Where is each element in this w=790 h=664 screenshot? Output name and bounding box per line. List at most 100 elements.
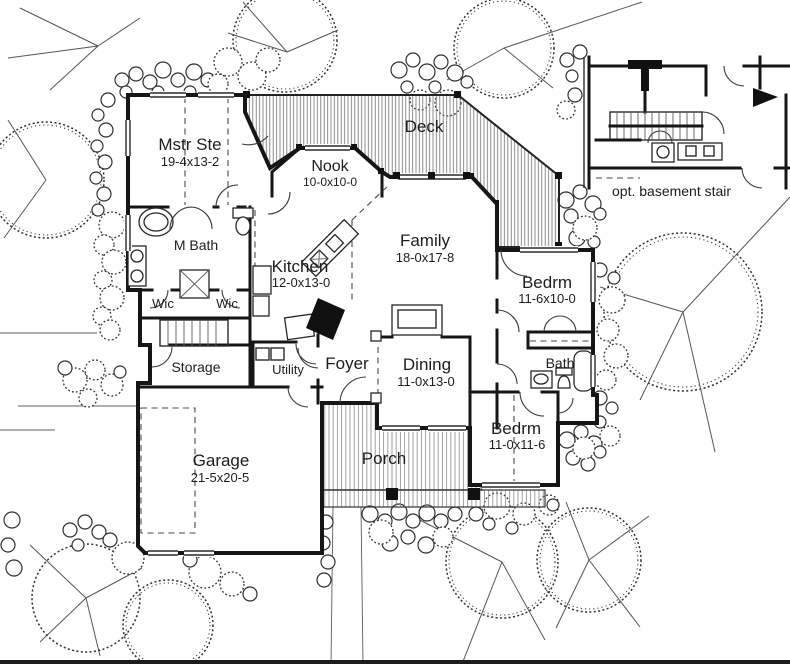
walkway-edge	[360, 506, 364, 664]
doors	[149, 135, 577, 417]
nook-post	[378, 168, 384, 174]
tree-icon	[7, 7, 141, 91]
porch-post	[386, 488, 398, 500]
basement-stair-inset	[583, 55, 790, 190]
porch-post	[468, 488, 480, 500]
room-label-garage: Garage	[193, 451, 250, 470]
room-label-bedrm-lower: Bedrm	[491, 419, 541, 438]
door-arc	[221, 289, 241, 309]
room-label-dining: Dining	[403, 355, 451, 374]
dashed-lines	[140, 97, 590, 534]
window-icon	[520, 246, 578, 254]
room-label-wic-right: Wic	[216, 296, 238, 311]
window-icon	[589, 355, 597, 387]
room-label-storage: Storage	[171, 359, 220, 375]
door-arc	[557, 397, 574, 414]
tree-icon	[599, 196, 790, 453]
room-label-wic-left: Wic	[152, 296, 174, 311]
room-dims-dining: 11-0x13-0	[397, 374, 455, 389]
washer-dryer-icon	[255, 347, 285, 361]
shower-icon	[179, 269, 210, 299]
room-dims-kitchen: 12-0x13-0	[272, 275, 331, 290]
door-arc	[169, 206, 193, 230]
window-icon	[428, 424, 466, 432]
room-label-porch: Porch	[362, 449, 406, 468]
door-arc	[267, 191, 291, 215]
tree-icon	[0, 119, 105, 239]
window-icon	[184, 549, 214, 557]
wall-stub	[641, 69, 649, 91]
room-dims-family: 18-0x17-8	[396, 250, 455, 265]
room-dims-mstr-ste: 19-4x13-2	[161, 154, 220, 169]
door-arc	[241, 135, 269, 146]
labels: Mstr Ste 19-4x13-2 Deck Nook 10-0x10-0 M…	[152, 117, 731, 485]
bathtub-icon	[138, 207, 174, 237]
walkway-edge	[330, 506, 334, 664]
door-arc	[287, 386, 309, 408]
room-label-foyer: Foyer	[325, 354, 369, 373]
refrigerator-icon	[252, 265, 272, 317]
tree-icon	[29, 543, 143, 657]
column-icon	[370, 392, 382, 404]
room-label-kitchen: Kitchen	[272, 257, 329, 276]
window-seat	[391, 304, 443, 336]
window-icon	[150, 91, 186, 99]
stair-icon	[608, 111, 704, 141]
interior-walls	[126, 205, 595, 430]
north-arrow-icon	[753, 88, 778, 107]
door-arc	[339, 376, 367, 404]
tree-icon	[122, 579, 214, 664]
nook-post	[296, 144, 302, 150]
door-arc	[500, 249, 528, 277]
deck-post	[454, 91, 461, 98]
door-arc	[189, 206, 213, 230]
column-icon	[370, 330, 382, 342]
tree-icon	[446, 0, 643, 99]
room-label-family: Family	[400, 231, 451, 250]
room-label-bath: Bath	[546, 355, 575, 371]
staircase	[159, 319, 229, 347]
window-icon	[124, 215, 132, 251]
tree-icon	[411, 505, 559, 664]
toilet-icon	[555, 367, 573, 389]
room-dims-bedrm-upper: 11-6x10-0	[518, 291, 576, 306]
room-label-utility: Utility	[272, 362, 304, 377]
tree-icon	[227, 0, 339, 93]
annotation-basement-stair: opt. basement stair	[612, 183, 731, 199]
room-label-mstr-ste: Mstr Ste	[158, 135, 221, 154]
door-arc	[149, 289, 169, 309]
door-arc	[151, 346, 173, 368]
door-arc	[215, 184, 239, 208]
window-icon	[198, 91, 234, 99]
sink-icon	[127, 245, 147, 287]
room-label-nook: Nook	[311, 158, 349, 175]
room-dims-garage: 21-5x20-5	[191, 470, 250, 485]
house	[124, 91, 599, 557]
door-arc	[496, 309, 520, 333]
deck-post	[555, 172, 562, 179]
room-dims-nook: 10-0x10-0	[303, 175, 357, 189]
kitchen-island	[300, 218, 360, 278]
room-label-m-bath: M Bath	[174, 237, 218, 253]
garage-bay-dashed	[140, 407, 196, 534]
door-arc	[543, 315, 561, 333]
nook-post	[351, 144, 357, 150]
toilet-icon	[651, 142, 675, 163]
door-arc	[297, 347, 319, 369]
door-arc	[559, 315, 577, 333]
deck-post	[555, 242, 562, 249]
door-arc	[295, 343, 317, 365]
room-label-deck: Deck	[405, 117, 444, 136]
window-icon	[148, 549, 178, 557]
door-arc	[519, 391, 545, 417]
window-icon	[589, 262, 597, 302]
room-dims-bedrm-lower: 11-0x11-6	[489, 437, 546, 452]
toilet-icon	[232, 207, 254, 236]
vanity-icon	[677, 142, 723, 161]
porch-step	[321, 489, 546, 508]
fireplace	[283, 298, 345, 341]
tree-icon	[536, 501, 650, 629]
sliding-door-icon	[393, 172, 470, 181]
